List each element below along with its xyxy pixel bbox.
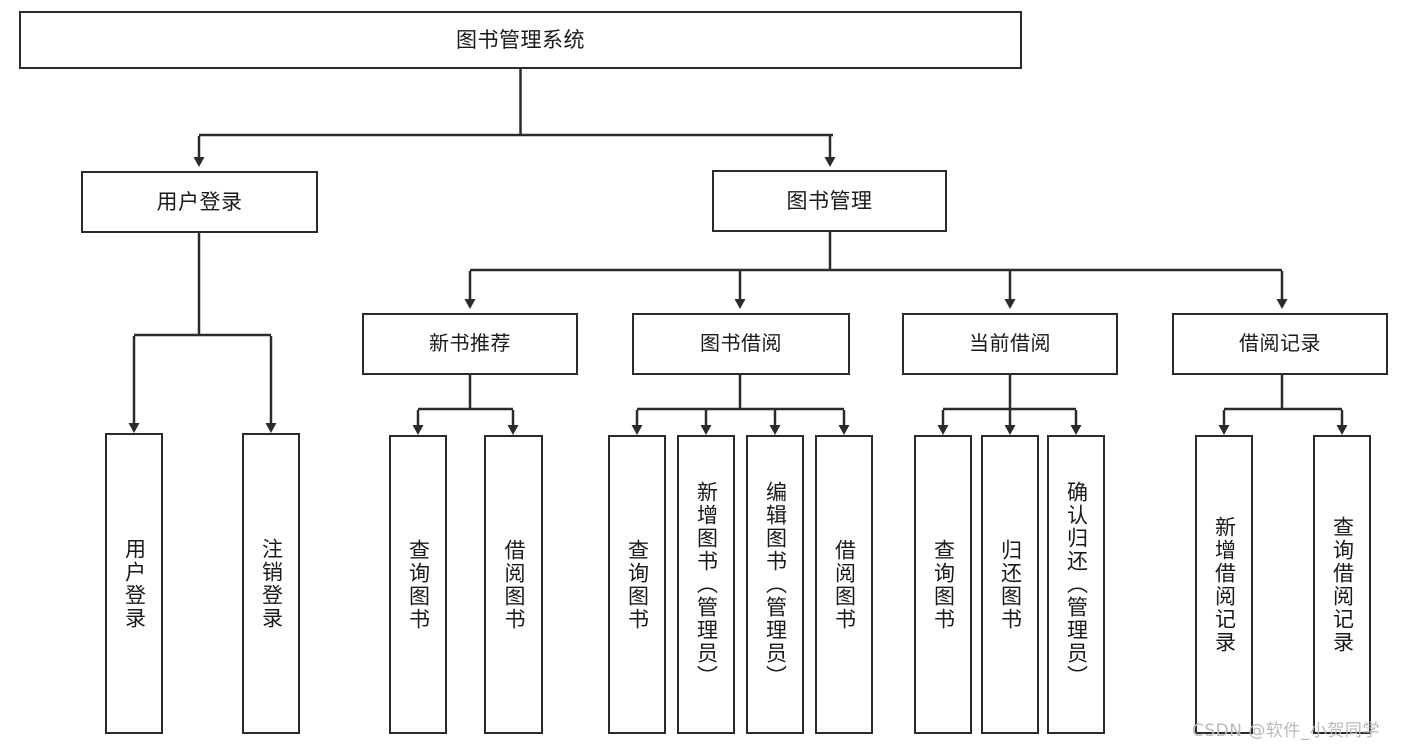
node-current-borrow-label: 当前借阅 [969, 331, 1051, 356]
leaf-label: 借阅图书 [502, 538, 526, 631]
node-book-borrow[interactable]: 图书借阅 [632, 313, 850, 375]
node-new-book-recommend-label: 新书推荐 [429, 331, 511, 356]
leaf-book-borrow-borrow[interactable]: 借阅图书 [815, 435, 873, 734]
leaf-label: 查询图书 [931, 538, 956, 631]
leaf-book-borrow-edit[interactable]: 编辑图书（管理员） [746, 435, 804, 734]
leaf-new-book-borrow[interactable]: 借阅图书 [484, 435, 543, 734]
leaf-current-borrow-confirm-return[interactable]: 确认归还（管理员） [1047, 435, 1105, 734]
node-book-management[interactable]: 图书管理 [712, 170, 947, 232]
leaf-borrow-record-add[interactable]: 新增借阅记录 [1195, 435, 1253, 734]
node-user-login[interactable]: 用户登录 [81, 171, 318, 233]
leaf-label: 注销登录 [259, 537, 284, 630]
leaf-book-borrow-add[interactable]: 新增图书（管理员） [677, 435, 735, 734]
node-borrow-record[interactable]: 借阅记录 [1172, 313, 1388, 375]
leaf-current-borrow-query[interactable]: 查询图书 [914, 435, 972, 734]
leaf-label: 借阅图书 [832, 538, 857, 631]
leaf-user-login-login[interactable]: 用户登录 [105, 433, 163, 734]
leaf-label: 查询图书 [625, 538, 650, 631]
leaf-label: 编辑图书（管理员） [763, 481, 788, 688]
node-borrow-record-label: 借阅记录 [1239, 331, 1321, 356]
leaf-label: 新增图书（管理员） [694, 481, 719, 688]
node-current-borrow[interactable]: 当前借阅 [902, 313, 1118, 375]
leaf-new-book-query[interactable]: 查询图书 [389, 435, 447, 734]
leaf-user-login-logout[interactable]: 注销登录 [242, 433, 300, 734]
node-book-management-label: 图书管理 [786, 188, 873, 213]
watermark-text: CSDN @软件_小贺同学 [1192, 721, 1380, 741]
leaf-label: 用户登录 [122, 537, 147, 630]
leaf-book-borrow-query[interactable]: 查询图书 [608, 435, 666, 734]
leaf-current-borrow-return[interactable]: 归还图书 [981, 435, 1039, 734]
leaf-label: 查询图书 [406, 538, 431, 631]
leaf-label: 新增借阅记录 [1212, 515, 1237, 654]
node-new-book-recommend[interactable]: 新书推荐 [362, 313, 578, 375]
node-book-borrow-label: 图书借阅 [700, 331, 782, 356]
node-root-label: 图书管理系统 [456, 27, 585, 52]
leaf-label: 确认归还（管理员） [1064, 481, 1089, 688]
leaf-borrow-record-query[interactable]: 查询借阅记录 [1313, 435, 1371, 734]
node-root[interactable]: 图书管理系统 [19, 11, 1022, 69]
leaf-label: 归还图书 [998, 538, 1023, 631]
leaf-label: 查询借阅记录 [1330, 515, 1355, 654]
node-user-login-label: 用户登录 [156, 189, 243, 214]
